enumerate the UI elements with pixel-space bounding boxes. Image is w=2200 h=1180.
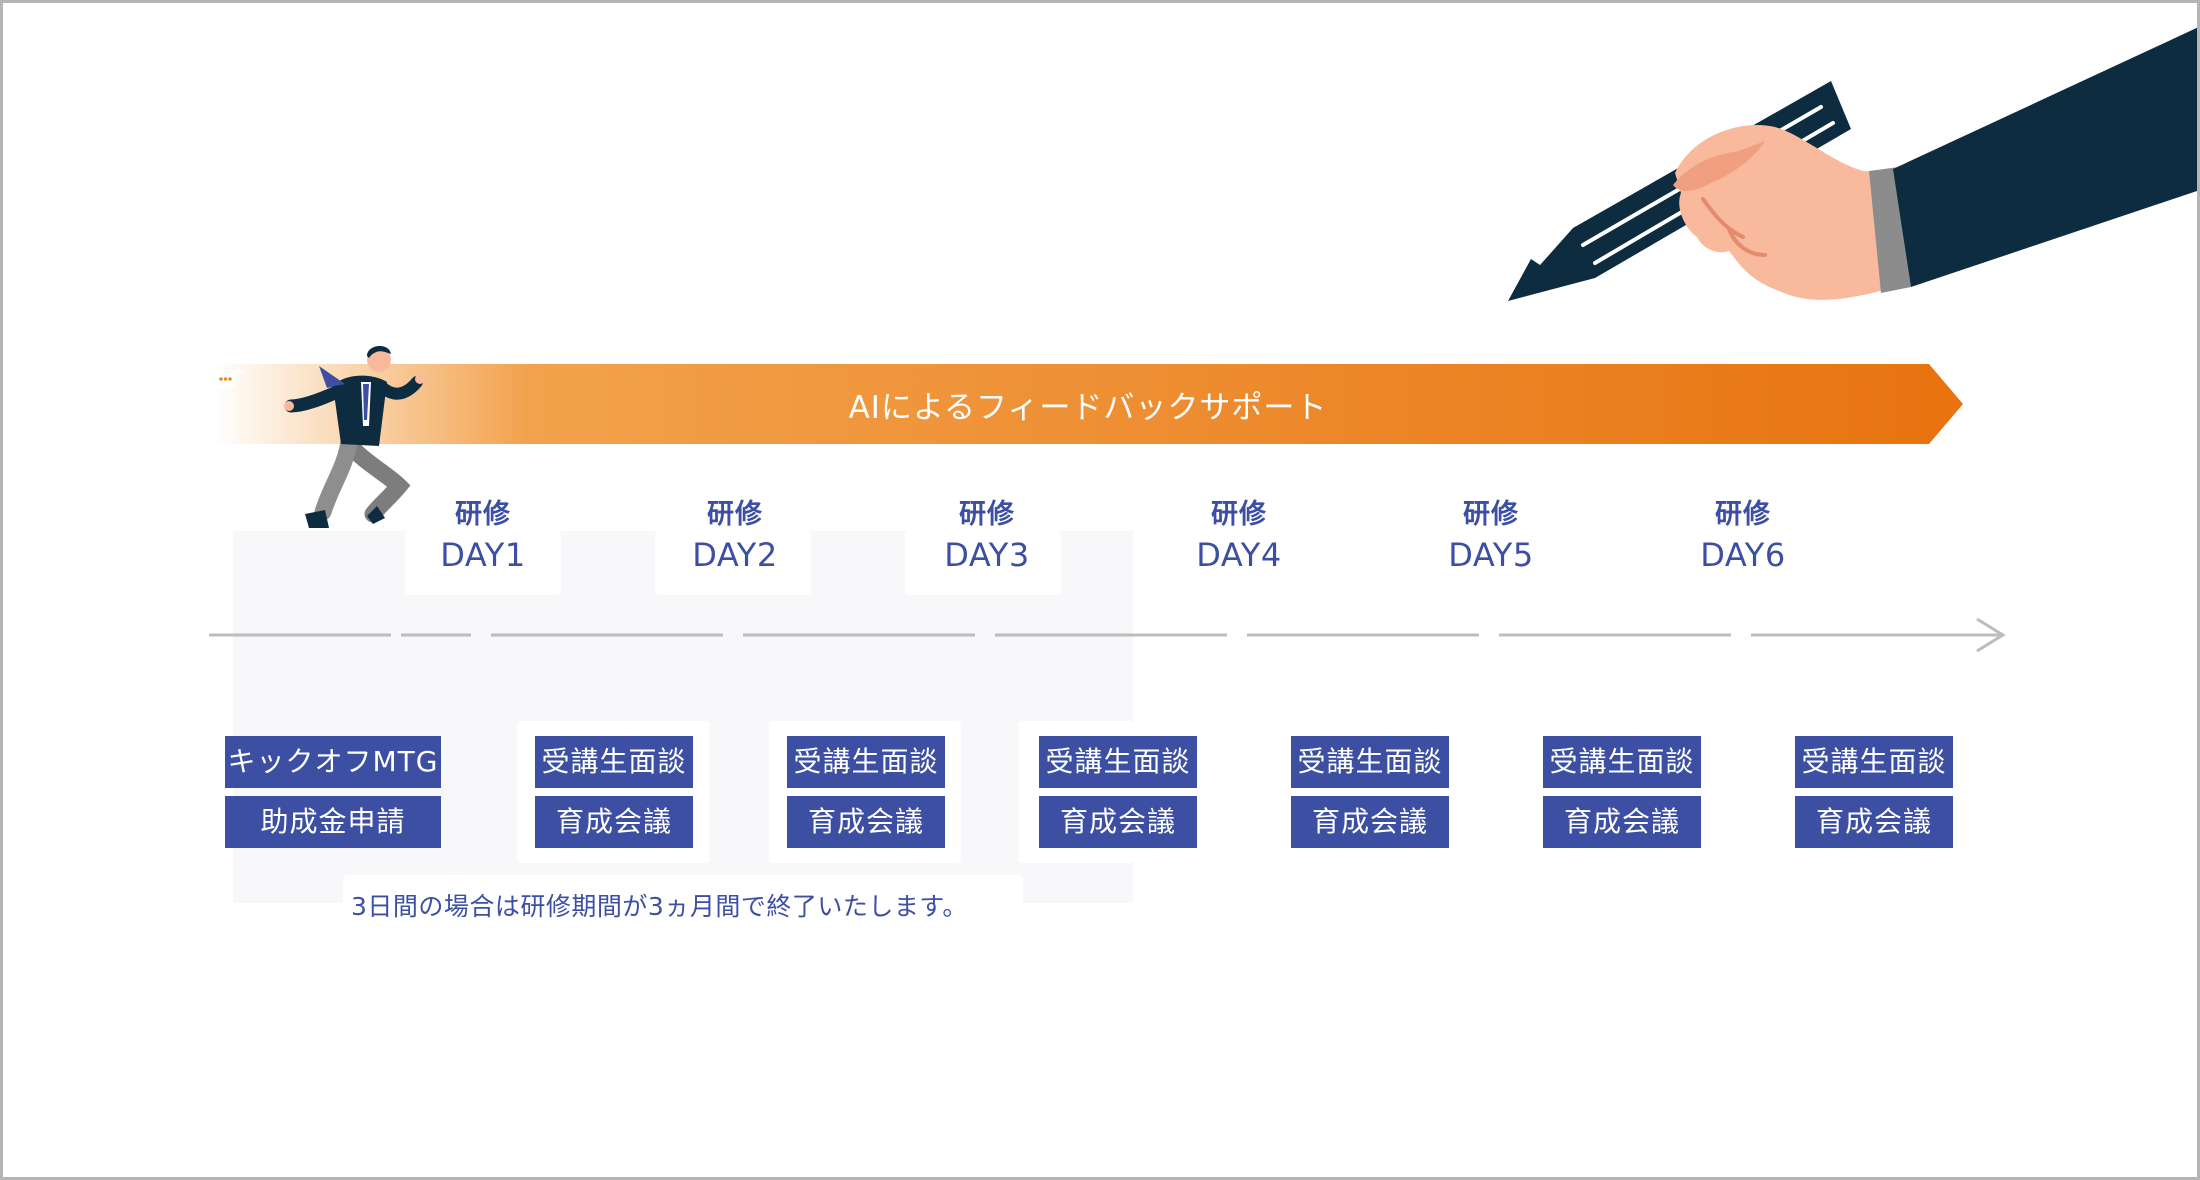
day-prefix: 研修	[959, 499, 1015, 530]
hand-holding-pen-illustration	[1508, 27, 2197, 301]
session-stack-4: 受講生面談 育成会議	[1291, 736, 1449, 848]
day-prefix: 研修	[1715, 499, 1771, 530]
day-prefix: 研修	[455, 499, 511, 530]
chat-sparkle-icon	[216, 366, 244, 392]
day-name: DAY1	[440, 536, 526, 574]
day-name: DAY3	[944, 536, 1030, 574]
day-label-2: 研修 DAY2	[635, 497, 835, 577]
day-label-1: 研修 DAY1	[383, 497, 583, 577]
training-meeting-box: 育成会議	[787, 796, 945, 848]
running-businessman-illustration	[284, 345, 425, 528]
banner-arrow-shape	[213, 364, 1963, 444]
student-interview-box: 受講生面談	[535, 736, 693, 788]
session-stack-3: 受講生面談 育成会議	[1039, 736, 1197, 848]
kickoff-stack: キックオフMTG 助成金申請	[225, 736, 441, 848]
day-name: DAY5	[1448, 536, 1534, 574]
day-name: DAY6	[1700, 536, 1786, 574]
backdrop-patch	[405, 531, 561, 595]
subsidy-application-box: 助成金申請	[225, 796, 441, 848]
footnote-text: 3日間の場合は研修期間が3ヵ月間で終了いたします。	[351, 892, 968, 921]
training-meeting-box: 育成会議	[1795, 796, 1953, 848]
day-name: DAY4	[1196, 536, 1282, 574]
student-interview-box: 受講生面談	[787, 736, 945, 788]
day-label-6: 研修 DAY6	[1643, 497, 1843, 577]
session-stack-5: 受講生面談 育成会議	[1543, 736, 1701, 848]
training-meeting-box: 育成会議	[1291, 796, 1449, 848]
banner-content: AIによるフィードバックサポート	[213, 364, 1963, 444]
training-meeting-box: 育成会議	[1543, 796, 1701, 848]
day-label-4: 研修 DAY4	[1139, 497, 1339, 577]
student-interview-box: 受講生面談	[1291, 736, 1449, 788]
student-interview-box: 受講生面談	[1543, 736, 1701, 788]
student-interview-box: 受講生面談	[1039, 736, 1197, 788]
backdrop-patch	[905, 531, 1061, 595]
kickoff-mtg-box: キックオフMTG	[225, 736, 441, 788]
session-stack-1: 受講生面談 育成会議	[535, 736, 693, 848]
timeline-arrow	[209, 617, 2006, 653]
banner-title: AIによるフィードバックサポート	[848, 389, 1328, 426]
backdrop-patch	[655, 531, 811, 595]
training-meeting-box: 育成会議	[1039, 796, 1197, 848]
session-stack-2: 受講生面談 育成会議	[787, 736, 945, 848]
day-name: DAY2	[692, 536, 778, 574]
student-interview-box: 受講生面談	[1795, 736, 1953, 788]
training-meeting-box: 育成会議	[535, 796, 693, 848]
ai-feedback-banner: AIによるフィードバックサポート	[213, 364, 1963, 444]
day-prefix: 研修	[1211, 499, 1267, 530]
day-label-3: 研修 DAY3	[887, 497, 1087, 577]
session-stack-6: 受講生面談 育成会議	[1795, 736, 1953, 848]
day-prefix: 研修	[1463, 499, 1519, 530]
backdrop-patch	[343, 875, 1023, 915]
day-prefix: 研修	[707, 499, 763, 530]
day-label-5: 研修 DAY5	[1391, 497, 1591, 577]
